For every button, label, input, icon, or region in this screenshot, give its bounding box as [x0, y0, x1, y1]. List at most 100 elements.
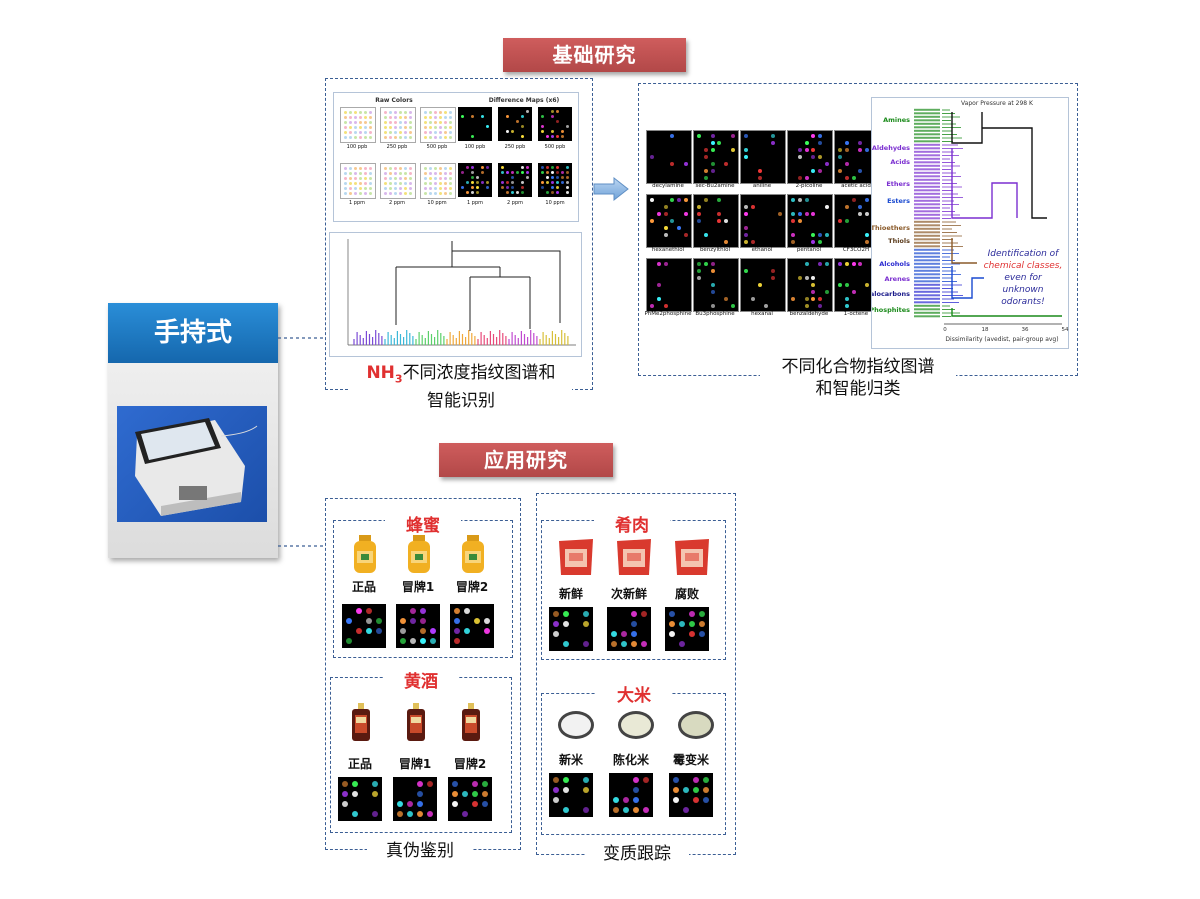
sensor-dot — [475, 180, 480, 185]
dendro-leaf-label — [914, 227, 940, 230]
sensor-dot — [683, 161, 688, 166]
sensor-dot — [744, 239, 749, 244]
sensor-dot — [692, 786, 700, 794]
sensor-dot — [750, 205, 756, 210]
sensor-dot — [423, 110, 428, 115]
dendro-note-line1: Identification of — [987, 249, 1059, 259]
sensor-dot — [398, 125, 403, 130]
sensor-dot — [717, 198, 722, 203]
sensor-dot — [453, 617, 461, 625]
sensor-dot — [550, 175, 555, 180]
sensor-dot — [804, 262, 809, 267]
sensor-dot — [582, 620, 590, 628]
sensor-dot — [770, 141, 776, 146]
sensor-dot — [582, 776, 590, 784]
dendro-leaf-label — [914, 178, 940, 181]
dendro-leaf-label — [914, 301, 940, 304]
sensor-dot — [480, 180, 485, 185]
sensor-dot — [515, 170, 520, 175]
sensor-dot — [688, 610, 696, 618]
sensor-dot — [770, 276, 776, 281]
sensor-dot — [475, 190, 480, 195]
sensor-dot — [480, 170, 485, 175]
sensor-dot — [393, 130, 398, 135]
dendro-note-line4: unknown odorants! — [1001, 285, 1045, 307]
sensor-dot — [703, 168, 709, 173]
sensor-dot — [710, 262, 715, 267]
sensor-dot — [348, 166, 353, 171]
sensor-dot — [697, 205, 702, 210]
sensor-dot — [383, 110, 388, 115]
sensor-dot — [500, 170, 505, 175]
sensor-dot — [710, 134, 715, 139]
dendro-leaf-label — [914, 119, 940, 122]
wine-title: 黄酒 — [383, 667, 459, 692]
rice-sensor-map — [669, 773, 713, 817]
dendro-leaf-label — [914, 262, 940, 265]
sensor-dot — [844, 161, 850, 166]
compound-label: aniline — [752, 183, 772, 189]
sensor-dot — [552, 786, 560, 794]
dendro-leaf-label — [914, 213, 940, 216]
sensor-dot — [438, 125, 443, 130]
sensor-dot — [545, 180, 550, 185]
sensor-dot — [811, 289, 816, 294]
sensor-dot — [403, 176, 408, 181]
sensor-dot — [408, 181, 413, 186]
dendro-title: Vapor Pressure at 298 K — [961, 100, 1033, 107]
sensor-dot — [368, 135, 373, 140]
sensor-dot — [473, 617, 481, 625]
sensor-dot — [428, 171, 433, 176]
sensor-dot — [348, 130, 353, 135]
sensor-dot — [398, 191, 403, 196]
sensor-dot — [353, 125, 358, 130]
sensor-dot — [710, 282, 715, 288]
dendro-leaf-label — [914, 259, 940, 262]
dendro-leaf-label — [914, 140, 940, 143]
sensor-dot — [562, 620, 570, 628]
sensor-dot — [408, 130, 413, 135]
raw-conc-label: 2 ppm — [389, 200, 405, 206]
dendro-leaf-label — [914, 234, 940, 237]
class-dendrogram-svg: AminesAldehydesAcidsEthersEstersThioethe… — [869, 108, 1062, 325]
sensor-dot — [791, 232, 796, 237]
dendro-leaf-label — [914, 245, 940, 248]
sensor-dot — [757, 168, 762, 173]
sensor-dot — [697, 269, 702, 274]
sensor-dot — [717, 218, 722, 224]
sensor-dot — [562, 640, 570, 648]
sensor-dot — [416, 790, 424, 798]
sensor-dot — [650, 218, 655, 224]
sensor-dot — [471, 780, 479, 788]
sensor-dot — [764, 303, 769, 308]
sensor-dot — [710, 168, 715, 173]
sensor-dot — [485, 165, 490, 170]
sensor-dot — [817, 141, 823, 146]
sensor-dot — [520, 185, 525, 190]
compounds-caption: 不同化合物指纹图谱 和智能归类 — [760, 356, 956, 400]
sensor-dot — [744, 134, 749, 139]
sensor-dot — [744, 154, 749, 160]
sensor-dot — [423, 135, 428, 140]
sensor-dot — [398, 110, 403, 115]
raw-colors-label: Raw Colors — [375, 97, 413, 104]
sensor-dot — [562, 610, 570, 618]
sensor-dot — [612, 806, 620, 814]
sensor-dot — [443, 125, 448, 130]
sensor-dot — [804, 276, 809, 281]
sensor-dot — [358, 176, 363, 181]
sensor-dot — [703, 198, 709, 203]
compound-label: benzylthiol — [699, 247, 731, 253]
sensor-dot — [438, 135, 443, 140]
sensor-dot — [383, 120, 388, 125]
sensor-dot — [560, 175, 565, 180]
sensor-dot — [408, 125, 413, 130]
sensor-dot — [383, 171, 388, 176]
sensor-dot — [383, 176, 388, 181]
sensor-dot — [510, 185, 515, 190]
dendro-class-label: Acids — [890, 158, 910, 166]
dendro-axis-tick: 54 — [1061, 327, 1069, 333]
sensor-dot — [515, 119, 520, 124]
dendro-leaf-label — [914, 269, 940, 272]
sensor-dot — [630, 630, 638, 638]
